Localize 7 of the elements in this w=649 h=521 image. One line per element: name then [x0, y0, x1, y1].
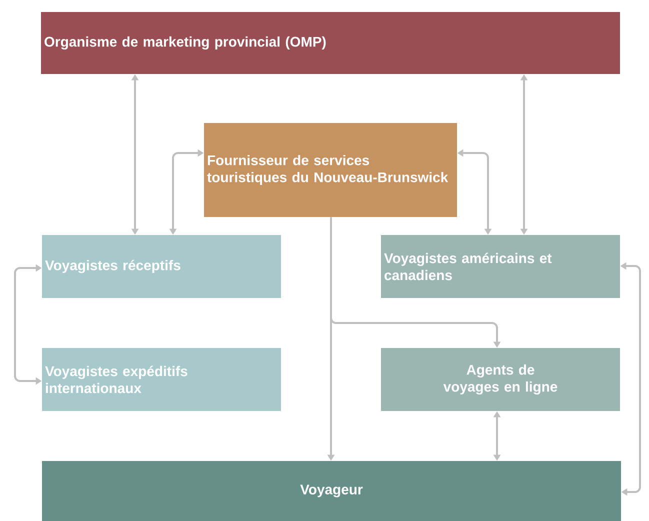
process-box: Voyagistes américains et canadiens	[381, 235, 620, 298]
process-box: Voyagistes expéditifs internationaux	[42, 348, 281, 411]
process-box: Agents de voyages en ligne	[381, 348, 620, 411]
header-box: Organisme de marketing provincial (OMP)	[41, 12, 620, 74]
process-box: Fournisseur de services touristiques du Nouveau-Brunswick	[204, 123, 457, 217]
process-box: Voyagistes réceptifs	[42, 235, 281, 298]
footer-box: Voyageur	[42, 461, 621, 521]
